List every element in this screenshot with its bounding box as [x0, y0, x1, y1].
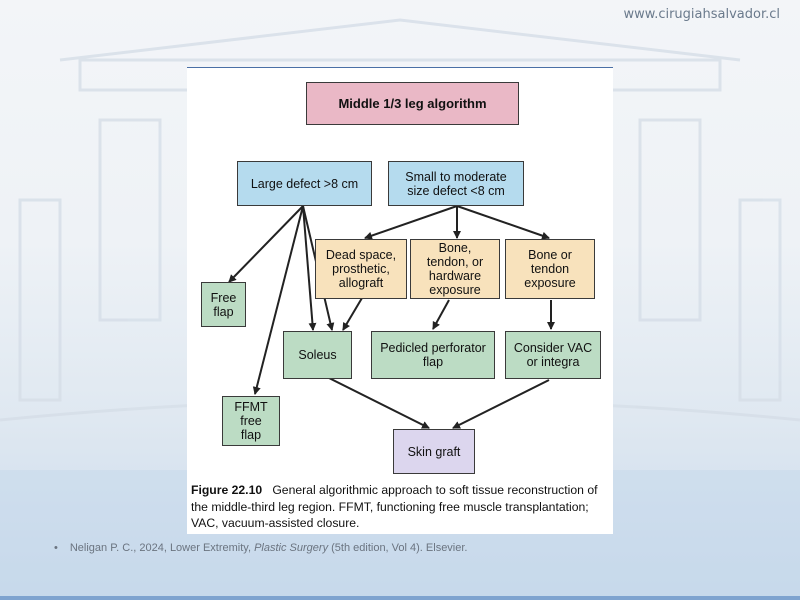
- node-dead-space: Dead space, prosthetic, allograft: [315, 239, 407, 299]
- arrow-soleus-to-graft: [328, 377, 430, 429]
- figure-caption: Figure 22.10 General algorithmic approac…: [191, 482, 609, 532]
- arrow-small-to-dead: [364, 205, 458, 240]
- node-pedicled-perforator-flap: Pedicled perforator flap: [371, 331, 495, 379]
- arrow-large-to-ffmt: [252, 205, 304, 395]
- algorithm-figure: Middle 1/3 leg algorithm Large defect >8…: [187, 67, 613, 534]
- node-small-defect: Small to moderate size defect <8 cm: [388, 161, 524, 206]
- citation-suffix: (5th edition, Vol 4). Elsevier.: [328, 542, 468, 554]
- flow-arrows: [228, 205, 555, 429]
- citation-footer: • Neligan P. C., 2024, Lower Extremity, P…: [54, 542, 468, 554]
- node-free-flap: Free flap: [201, 282, 246, 327]
- node-skin-graft: Skin graft: [393, 429, 475, 474]
- node-bone-tendon: Bone or tendon exposure: [505, 239, 595, 299]
- node-bone-tendon-hardware: Bone, tendon, or hardware exposure: [410, 239, 500, 299]
- node-consider-vac: Consider VAC or integra: [505, 331, 601, 379]
- citation-title: Plastic Surgery: [254, 542, 329, 554]
- arrow-dead-to-soleus: [342, 297, 363, 331]
- arrow-large-to-free: [228, 205, 304, 283]
- site-url: www.cirugiahsalvador.cl: [623, 7, 780, 22]
- node-soleus: Soleus: [283, 331, 352, 379]
- figure-caption-text: General algorithmic approach to soft tis…: [191, 483, 598, 530]
- citation-prefix: Neligan P. C., 2024, Lower Extremity,: [69, 542, 255, 554]
- node-ffmt-free-flap: FFMT free flap: [222, 396, 280, 446]
- algorithm-title: Middle 1/3 leg algorithm: [306, 82, 519, 125]
- bullet: •: [54, 542, 58, 554]
- arrow-large-to-soleus: [302, 205, 317, 331]
- arrow-small-to-bone: [456, 205, 550, 240]
- node-large-defect: Large defect >8 cm: [237, 161, 372, 206]
- figure-label: Figure 22.10: [191, 483, 263, 497]
- arrow-bonehw-to-pedicled: [432, 299, 450, 330]
- arrow-vac-to-graft: [452, 379, 550, 429]
